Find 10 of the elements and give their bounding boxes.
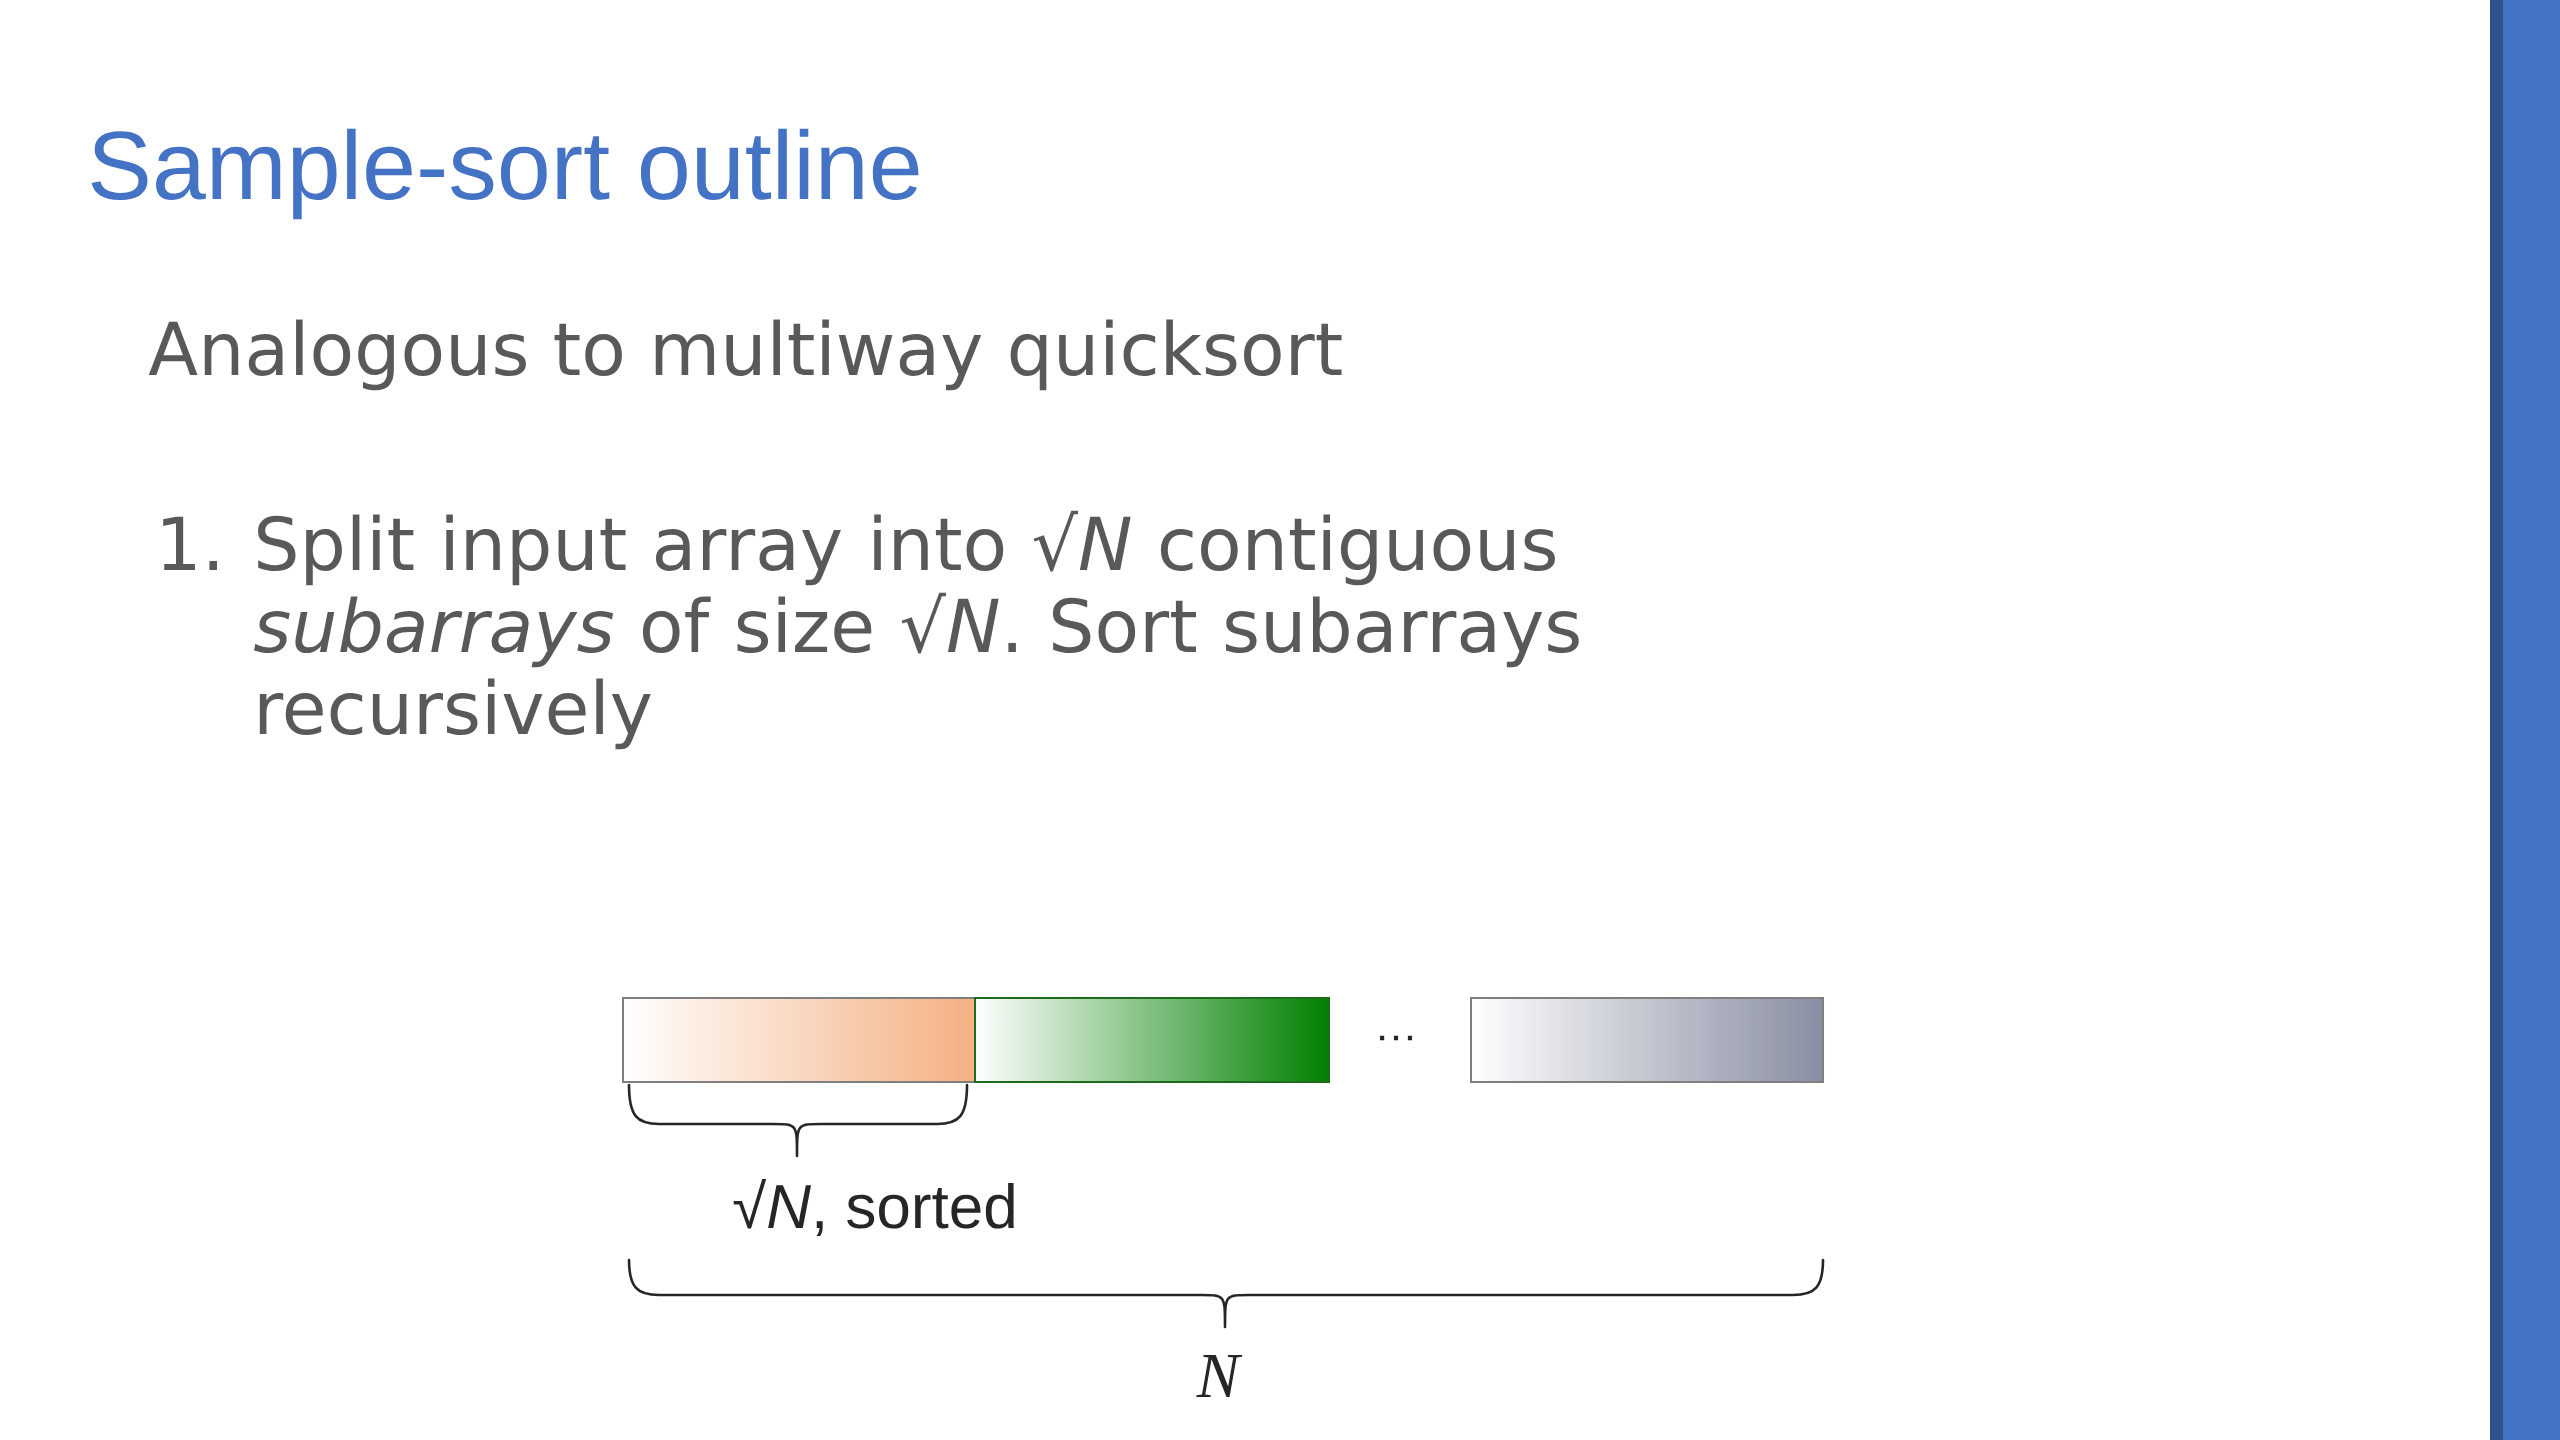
array-segment bbox=[622, 997, 976, 1083]
array-segment bbox=[1470, 997, 1824, 1083]
list-item-text: Split input array into √N contiguous subarrays of size √N. Sort subarrays recursively bbox=[254, 510, 1579, 750]
intro-text: Analogous to multiway quicksort bbox=[148, 319, 1342, 391]
brace-label: √N, sorted bbox=[733, 1178, 1014, 1236]
slide-title: Sample-sort outline bbox=[91, 128, 919, 220]
ellipsis: … bbox=[1380, 1035, 1413, 1041]
list-number: 1. bbox=[163, 516, 217, 570]
array-segment bbox=[974, 997, 1330, 1083]
brace-label: N bbox=[1196, 1355, 1243, 1397]
